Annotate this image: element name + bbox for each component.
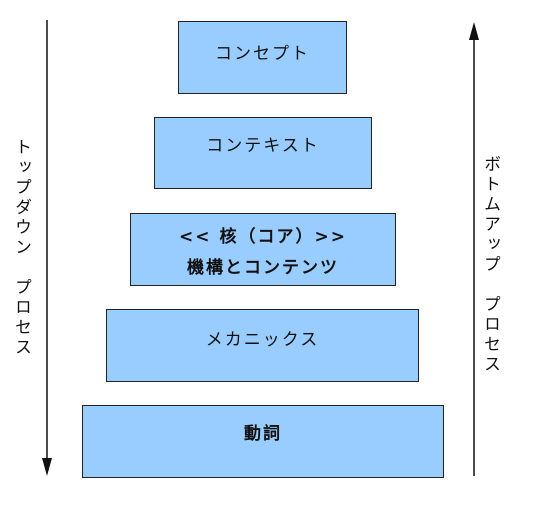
bottom-up-arrowhead	[469, 22, 479, 40]
level-concept-label: コンセプト	[215, 44, 310, 64]
top-down-arrowhead	[42, 458, 52, 476]
level-mechanics-label: メカニックス	[205, 330, 320, 350]
bottom-up-process-label: ボトムアップ プロセス	[480, 155, 500, 375]
level-verb-label: 動詞	[244, 424, 282, 444]
level-concept: コンセプト	[178, 21, 347, 94]
level-context-label: コンテキスト	[206, 135, 320, 156]
top-down-process-label: トップダウン プロセス	[11, 138, 31, 358]
level-verb: 動詞	[82, 405, 444, 478]
level-core-title: << 核（コア）>>	[179, 226, 347, 247]
level-core-subtitle: 機構とコンテンツ	[187, 257, 339, 278]
level-context: コンテキスト	[154, 117, 372, 189]
level-mechanics: メカニックス	[106, 309, 419, 382]
level-core: << 核（コア）>> 機構とコンテンツ	[130, 213, 396, 286]
